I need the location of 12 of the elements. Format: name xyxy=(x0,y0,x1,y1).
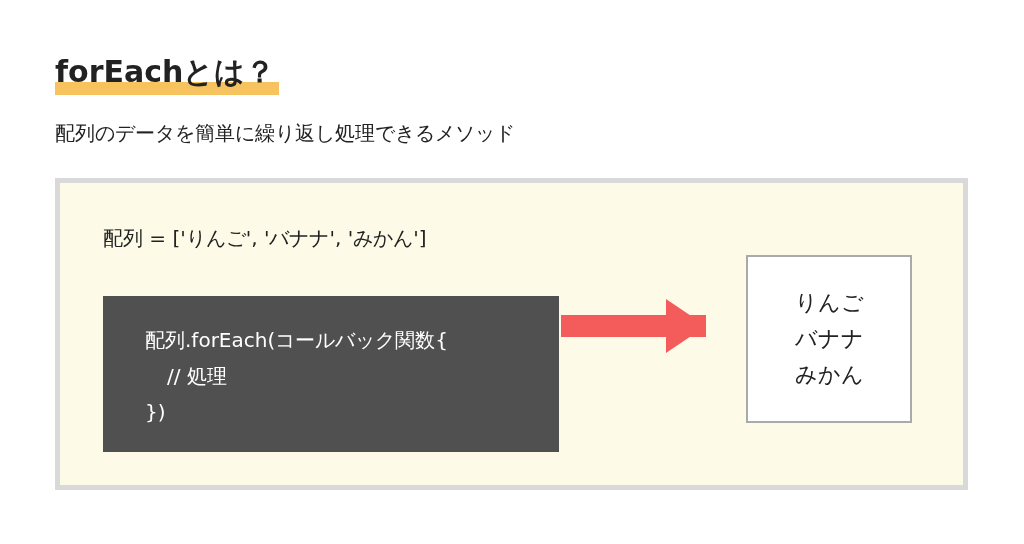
code-line: // 処理 xyxy=(166,363,227,390)
panel-background xyxy=(55,178,968,490)
result-item: りんご xyxy=(794,289,864,317)
array-code-text: 配列 = ['りんご', 'バナナ', 'みかん'] xyxy=(103,225,427,252)
arrow xyxy=(561,299,706,353)
result-item: みかん xyxy=(794,361,864,389)
subtitle-text: 配列のデータを簡単に繰り返し処理できるメソッド xyxy=(55,120,515,147)
result-item: バナナ xyxy=(794,325,864,353)
code-line: }) xyxy=(145,399,166,426)
code-line: 配列.forEach(コールバック関数{ xyxy=(145,327,448,354)
code-block xyxy=(103,296,559,452)
result-box xyxy=(746,255,912,423)
